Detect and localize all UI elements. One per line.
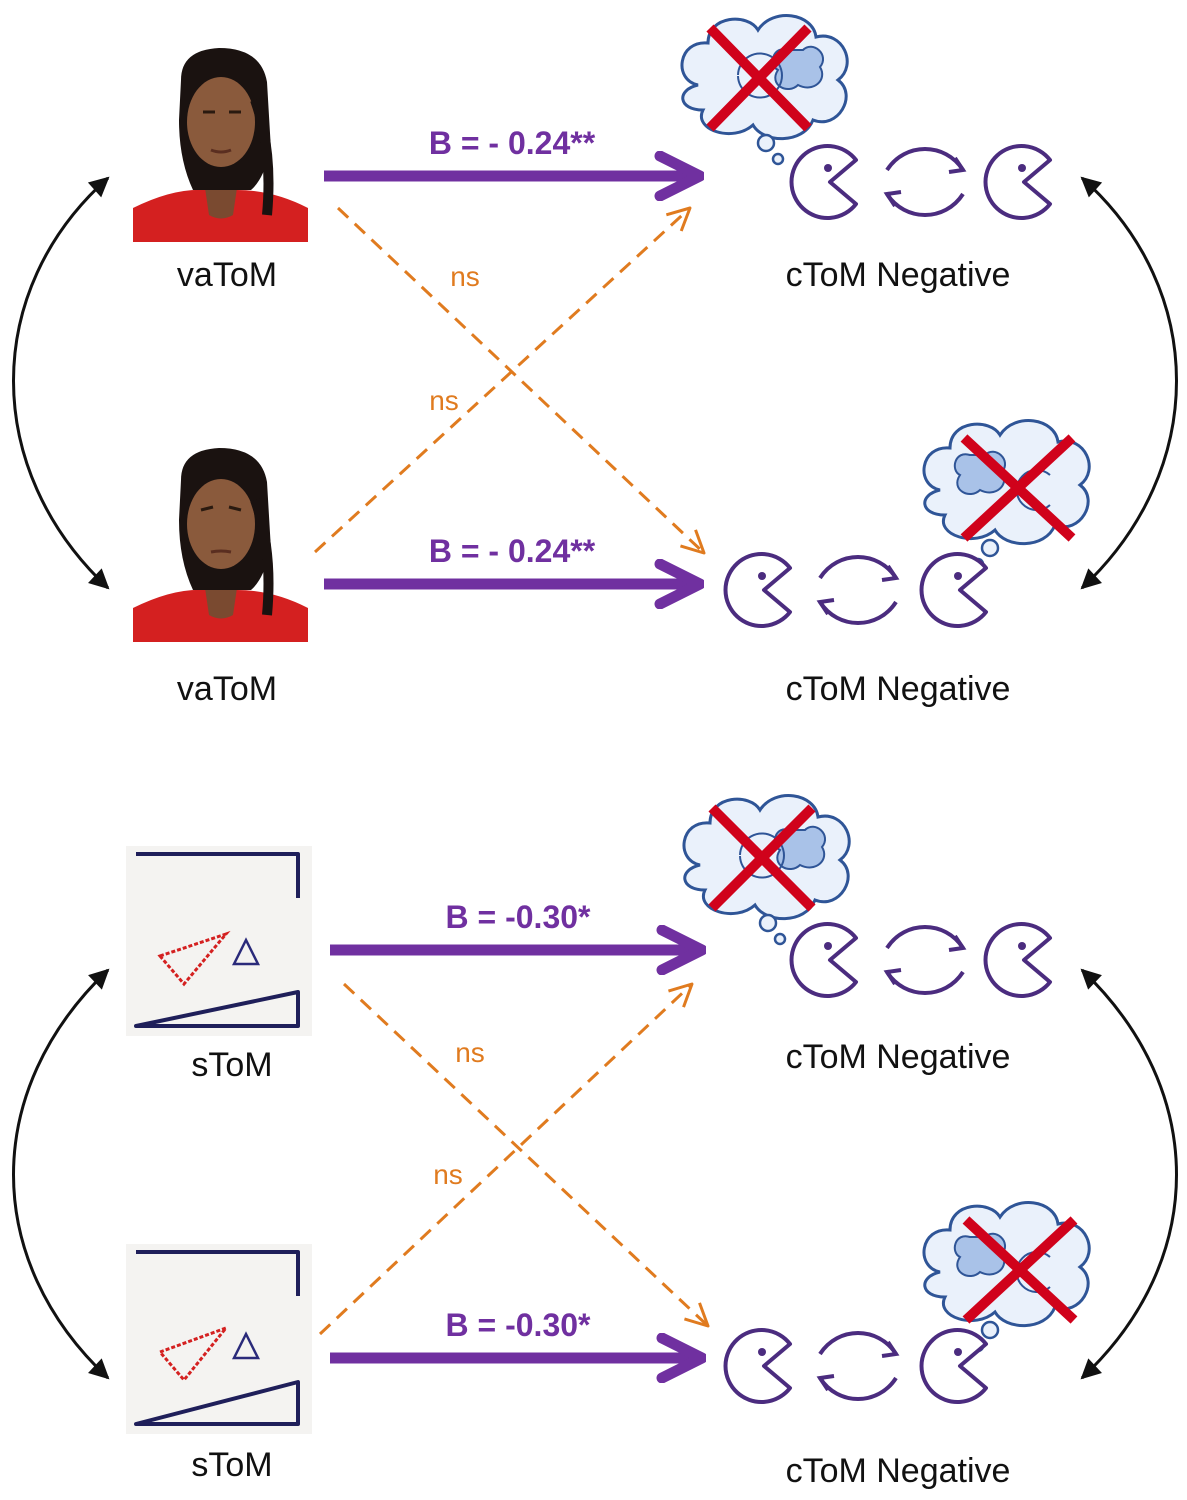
outcome-label-top: cToM Negative bbox=[786, 1038, 1011, 1076]
path-coefficient-top: B = -0.30* bbox=[446, 899, 592, 935]
cycle-arrows-icon bbox=[883, 925, 967, 995]
ctom-illustration-top bbox=[682, 794, 1052, 998]
path-coefficient-top: B = - 0.24** bbox=[429, 125, 596, 161]
thought-bubble-icon bbox=[682, 794, 851, 946]
cross-path-arrow-up bbox=[318, 982, 694, 1336]
cycle-arrows-icon bbox=[883, 147, 967, 217]
covariance-arrow-left bbox=[12, 968, 110, 1380]
predictor-label-bottom: vaToM bbox=[177, 670, 277, 708]
panel-stom: sToM sToM cToM Negative cToM Negative B … bbox=[12, 794, 1178, 1490]
red-cross-icon bbox=[706, 24, 812, 132]
predictor-label-top: sToM bbox=[191, 1046, 272, 1084]
pacman-agent-icon bbox=[723, 552, 792, 628]
outcome-label-bottom: cToM Negative bbox=[786, 670, 1011, 708]
path-coefficient-bottom: B = - 0.24** bbox=[429, 533, 596, 569]
predictor-label-bottom: sToM bbox=[191, 1446, 272, 1484]
ctom-illustration-bottom bbox=[723, 419, 1091, 628]
pacman-agent-icon bbox=[723, 1328, 792, 1404]
cross-coefficient-top: ns bbox=[450, 261, 480, 292]
panel-vatom: vaToM vaToM cToM Negative cToM Negative … bbox=[12, 14, 1178, 708]
cycle-arrows-icon bbox=[816, 555, 900, 625]
pacman-agent-icon bbox=[919, 1328, 988, 1404]
triangle-animation-icon bbox=[126, 846, 312, 1036]
covariance-arrow-right bbox=[1080, 176, 1178, 590]
ctom-illustration-bottom bbox=[723, 1201, 1091, 1404]
red-cross-icon bbox=[960, 434, 1076, 542]
pacman-agent-icon bbox=[789, 144, 858, 220]
pacman-agent-icon bbox=[789, 922, 858, 998]
face-photo-icon bbox=[133, 40, 308, 242]
pacman-agent-icon bbox=[983, 144, 1052, 220]
covariance-arrow-right bbox=[1080, 968, 1178, 1380]
ctom-illustration-top bbox=[680, 14, 1052, 220]
red-cross-icon bbox=[962, 1216, 1078, 1324]
cross-coefficient-bottom: ns bbox=[429, 385, 459, 416]
red-cross-icon bbox=[708, 804, 816, 912]
cycle-arrows-icon bbox=[816, 1331, 900, 1401]
outcome-label-bottom: cToM Negative bbox=[786, 1452, 1011, 1490]
triangle-animation-icon bbox=[126, 1244, 312, 1434]
pacman-agent-icon bbox=[983, 922, 1052, 998]
path-coefficient-bottom: B = -0.30* bbox=[446, 1307, 592, 1343]
covariance-arrow-left bbox=[12, 176, 110, 590]
face-photo-icon bbox=[133, 440, 308, 642]
cross-coefficient-bottom: ns bbox=[433, 1159, 463, 1190]
cross-coefficient-top: ns bbox=[455, 1037, 485, 1068]
predictor-label-top: vaToM bbox=[177, 256, 277, 294]
pacman-agent-icon bbox=[919, 552, 988, 628]
cross-path-arrow-down bbox=[336, 206, 706, 555]
cross-path-arrow-down bbox=[342, 982, 710, 1328]
outcome-label-top: cToM Negative bbox=[786, 256, 1011, 294]
cross-path-arrow-up bbox=[313, 206, 692, 554]
